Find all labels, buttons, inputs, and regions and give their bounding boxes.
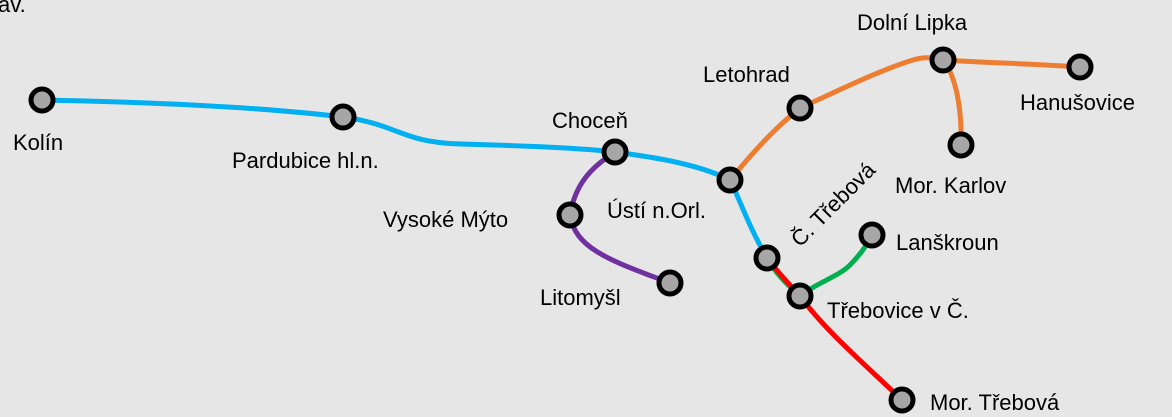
- station-label: Ústí n.Orl.: [607, 198, 706, 223]
- station-marker[interactable]: [858, 221, 886, 249]
- station-label: Mor. Karlov: [895, 173, 1006, 198]
- station-label: Kolín: [13, 130, 63, 155]
- station-dolni-lipka[interactable]: Dolní Lipka: [857, 10, 968, 74]
- station-marker[interactable]: [947, 131, 975, 159]
- red-line: [764, 255, 905, 403]
- blue-line: [39, 97, 770, 261]
- station-label: Třebovice v Č.: [827, 298, 969, 323]
- station-pardubice[interactable]: Pardubice hl.n.: [232, 103, 379, 173]
- corner-text: av.: [0, 0, 26, 17]
- station-marker[interactable]: [329, 103, 357, 131]
- station-label: Letohrad: [703, 62, 790, 87]
- station-label: Litomyšl: [540, 285, 621, 310]
- station-marker[interactable]: [28, 86, 56, 114]
- station-lanskroun[interactable]: Lanškroun: [858, 221, 999, 255]
- station-marker[interactable]: [786, 94, 814, 122]
- station-litomysl[interactable]: Litomyšl: [540, 269, 684, 310]
- station-label: Mor. Třebová: [930, 390, 1060, 415]
- orange-line: [727, 55, 1083, 183]
- station-marker[interactable]: [1066, 53, 1094, 81]
- station-trebovice[interactable]: Třebovice v Č.: [786, 282, 969, 323]
- stations: Kolín Pardubice hl.n. Choceň Ústí n.Orl.…: [13, 10, 1135, 415]
- station-label: Choceň: [552, 108, 628, 133]
- station-label: Vysoké Mýto: [383, 207, 508, 232]
- station-vysoke-myto[interactable]: Vysoké Mýto: [383, 201, 584, 232]
- station-usti[interactable]: Ústí n.Orl.: [607, 166, 744, 223]
- station-label: Hanušovice: [1020, 90, 1135, 115]
- station-marker[interactable]: [716, 166, 744, 194]
- station-marker[interactable]: [929, 46, 957, 74]
- station-label: Pardubice hl.n.: [232, 148, 379, 173]
- station-marker[interactable]: [556, 201, 584, 229]
- station-marker[interactable]: [656, 269, 684, 297]
- station-marker[interactable]: [753, 244, 781, 272]
- station-mor-trebova[interactable]: Mor. Třebová: [888, 386, 1060, 415]
- station-letohrad[interactable]: Letohrad: [703, 62, 814, 122]
- station-mor-karlov[interactable]: Mor. Karlov: [895, 131, 1006, 198]
- station-chocen[interactable]: Choceň: [552, 108, 629, 166]
- station-marker[interactable]: [601, 138, 629, 166]
- station-marker[interactable]: [786, 282, 814, 310]
- station-kolin[interactable]: Kolín: [13, 86, 63, 155]
- green-line: [764, 232, 875, 299]
- station-marker[interactable]: [888, 386, 916, 414]
- station-label: Lanškroun: [896, 230, 999, 255]
- station-hanusovice[interactable]: Hanušovice: [1020, 53, 1135, 115]
- station-label: Dolní Lipka: [857, 10, 968, 35]
